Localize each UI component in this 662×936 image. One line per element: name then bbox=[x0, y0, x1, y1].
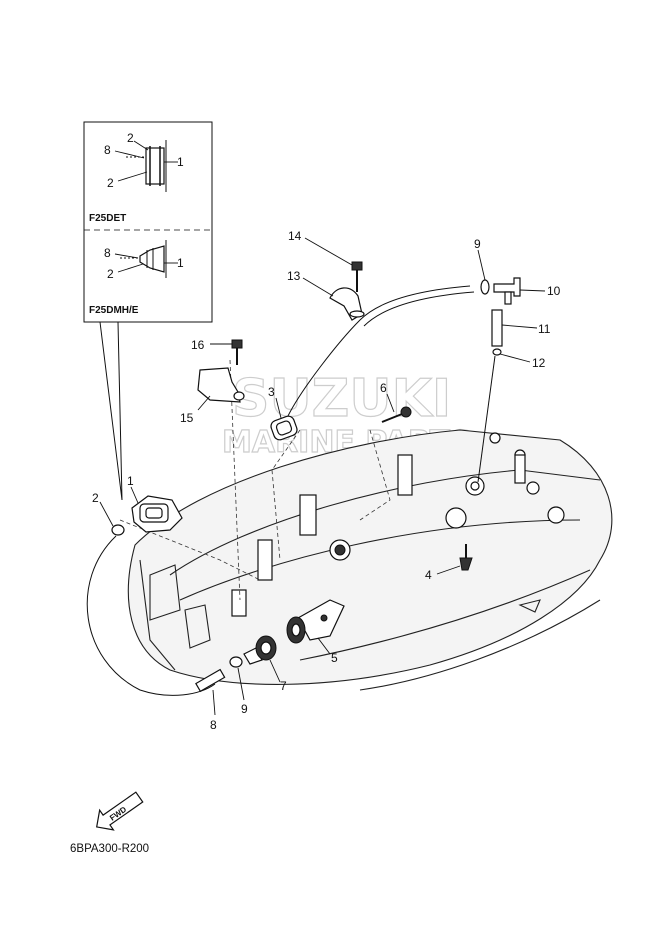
part-5-plate bbox=[286, 599, 345, 644]
part-1-grommet bbox=[131, 495, 183, 533]
callout-13: 13 bbox=[287, 269, 301, 283]
bottom-cowling bbox=[127, 429, 613, 691]
part-2-clip bbox=[111, 524, 125, 536]
fwd-arrow: FWD bbox=[96, 791, 144, 831]
part-6-screw bbox=[381, 406, 412, 423]
callout-5: 5 bbox=[331, 651, 338, 665]
part-9-clip-top bbox=[480, 279, 490, 295]
drawing-code: 6BPA300-R200 bbox=[70, 843, 149, 855]
callout-4: 4 bbox=[425, 568, 432, 582]
part-12-clip bbox=[492, 348, 502, 356]
part-10-joint bbox=[493, 277, 521, 305]
inset-1-grommet bbox=[126, 140, 167, 192]
inset1-callout-2a: 2 bbox=[127, 131, 134, 145]
callout-14: 14 bbox=[288, 229, 302, 243]
inset-2-grommet bbox=[120, 240, 167, 278]
inset1-callout-8: 8 bbox=[104, 143, 111, 157]
callout-10: 10 bbox=[547, 284, 561, 298]
callout-1: 1 bbox=[127, 474, 134, 488]
part-8-tube bbox=[195, 668, 226, 693]
callout-6: 6 bbox=[380, 381, 387, 395]
callout-12: 12 bbox=[532, 356, 546, 370]
part-13-clamp bbox=[329, 287, 365, 321]
callout-15: 15 bbox=[180, 411, 194, 425]
inset1-callout-1: 1 bbox=[177, 155, 184, 169]
inset1-model-label: F25DET bbox=[89, 213, 126, 224]
callout-9-bottom: 9 bbox=[241, 702, 248, 716]
callout-3: 3 bbox=[268, 385, 275, 399]
part-15-bracket bbox=[197, 367, 245, 403]
part-16-bolt bbox=[231, 339, 243, 365]
inset2-callout-1: 1 bbox=[177, 256, 184, 270]
part-9-clip-bottom bbox=[229, 656, 243, 668]
callout-11: 11 bbox=[538, 322, 551, 336]
part-4-screw bbox=[459, 544, 473, 571]
inset1-callout-2b: 2 bbox=[107, 176, 114, 190]
callout-2: 2 bbox=[92, 491, 99, 505]
part-11-tube bbox=[491, 309, 503, 347]
part-3-grommet bbox=[270, 415, 298, 441]
inset2-callout-2: 2 bbox=[107, 267, 114, 281]
callout-9-top: 9 bbox=[474, 237, 481, 251]
inset-pointer bbox=[99, 321, 123, 501]
watermark-line1: SUZUKI bbox=[232, 369, 451, 429]
callout-7: 7 bbox=[280, 679, 287, 693]
callout-16: 16 bbox=[191, 338, 205, 352]
inset2-model-label: F25DMH/E bbox=[89, 305, 139, 316]
inset-box: 2 8 1 2 F25DET 8 1 2 F25DMH/E bbox=[83, 121, 213, 323]
part-14-bolt bbox=[351, 261, 363, 292]
part-7-fitting bbox=[243, 635, 277, 665]
inset2-callout-8: 8 bbox=[104, 246, 111, 260]
callout-8: 8 bbox=[210, 718, 217, 732]
